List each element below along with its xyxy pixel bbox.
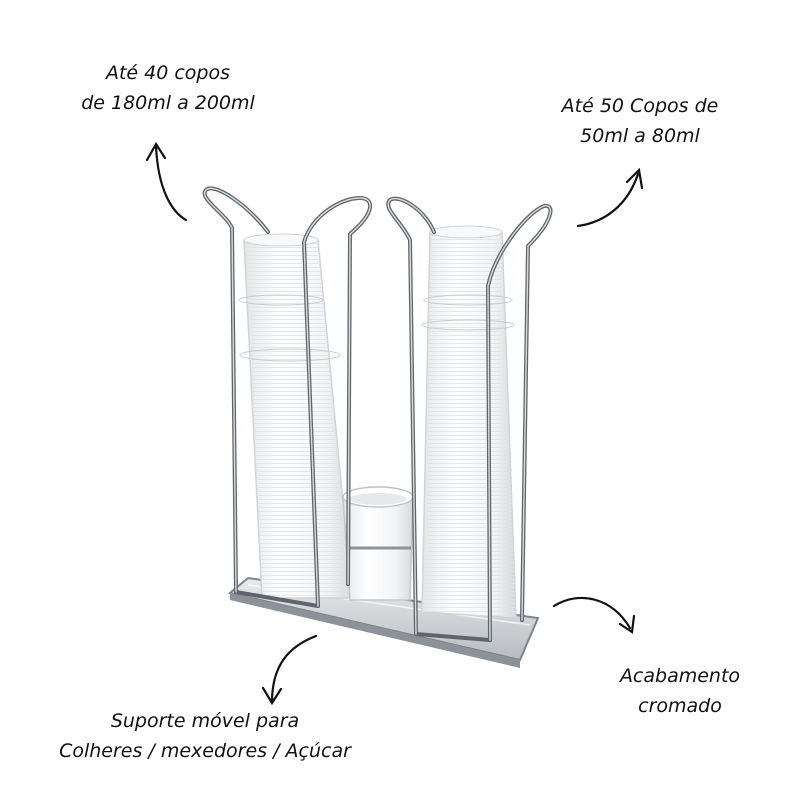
chrome-wire-frame bbox=[202, 186, 553, 642]
arrow-icon-top-right bbox=[576, 167, 644, 228]
arrow-icon-bottom-right bbox=[552, 596, 636, 634]
right-cup-stack bbox=[421, 225, 517, 619]
left-cup-stack bbox=[238, 233, 353, 599]
annotation-utensil-holder: Suporte móvel para Colheres / mexedores … bbox=[20, 706, 390, 766]
annotation-line: cromado bbox=[638, 695, 722, 717]
annotation-line: Colheres / mexedores / Açúcar bbox=[59, 740, 351, 762]
annotation-line: Acabamento bbox=[619, 665, 741, 687]
annotation-cup-capacity-left: Até 40 copos de 180ml a 200ml bbox=[48, 58, 288, 118]
arrow-icon-top-left bbox=[145, 141, 188, 222]
annotation-line: Suporte móvel para bbox=[110, 710, 300, 732]
annotation-line: Até 50 Copos de bbox=[561, 95, 719, 117]
annotation-line: de 180ml a 200ml bbox=[81, 92, 255, 114]
utensil-cup bbox=[342, 486, 414, 601]
annotation-line: Até 40 copos bbox=[105, 62, 231, 84]
annotation-chrome-finish: Acabamento cromado bbox=[580, 661, 780, 721]
arrow-icon-bottom-left bbox=[261, 634, 318, 706]
annotation-line: 50ml a 80ml bbox=[580, 125, 700, 147]
annotation-cup-capacity-right: Até 50 Copos de 50ml a 80ml bbox=[520, 91, 760, 151]
